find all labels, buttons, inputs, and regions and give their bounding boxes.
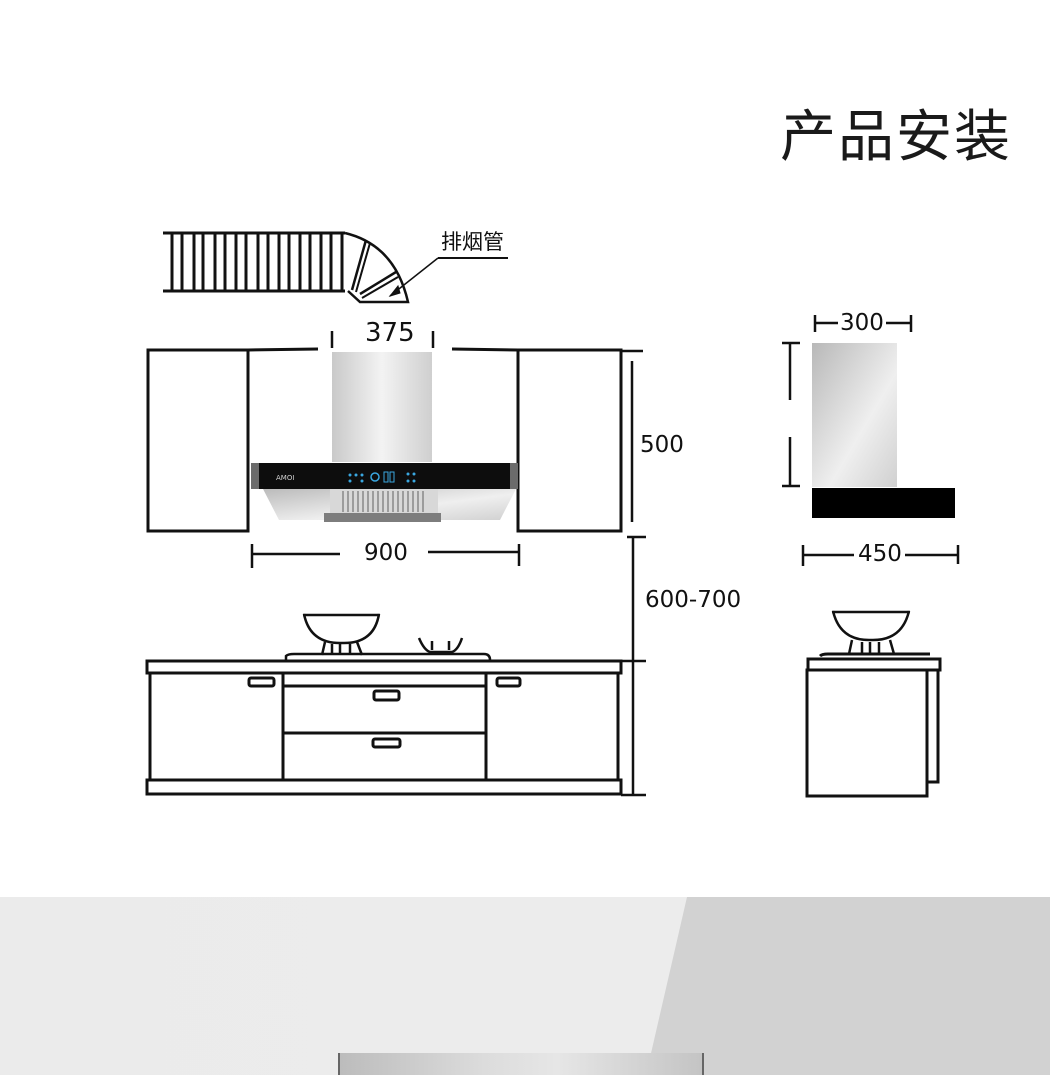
lower-cabinet-side bbox=[805, 652, 942, 798]
upper-cabinet-right bbox=[451, 347, 623, 533]
side-hood-depth-label: 450 bbox=[858, 541, 902, 567]
burner-icon bbox=[417, 637, 464, 654]
side-chimney-depth-label: 300 bbox=[840, 310, 884, 336]
hood-height-label: 500 bbox=[640, 432, 684, 458]
control-panel-display bbox=[348, 471, 416, 483]
bottom-background-dark bbox=[646, 897, 1050, 1075]
dim-hood-height bbox=[621, 349, 643, 522]
wok-icon-side bbox=[831, 610, 911, 655]
hood-width-label: 900 bbox=[364, 540, 408, 566]
dim-side-chimney bbox=[782, 315, 913, 488]
range-hood-side bbox=[812, 343, 955, 518]
lower-cabinet-front bbox=[145, 652, 623, 796]
brand-logo: AMOI bbox=[276, 474, 294, 482]
install-height-label: 600-700 bbox=[645, 587, 742, 613]
exhaust-duct-icon bbox=[163, 231, 508, 304]
wok-icon bbox=[302, 613, 381, 656]
steel-panel-edge bbox=[338, 1053, 704, 1075]
dim-side-hood bbox=[801, 545, 960, 566]
dim-install-height bbox=[621, 535, 646, 797]
chimney-width-label: 375 bbox=[365, 318, 415, 348]
page-title: 产品安装 bbox=[780, 105, 1012, 170]
range-hood-front bbox=[251, 352, 518, 522]
upper-cabinet-left bbox=[146, 347, 319, 533]
dim-chimney-width bbox=[330, 331, 435, 348]
dim-hood-width bbox=[250, 544, 521, 568]
duct-label: 排烟管 bbox=[441, 230, 504, 254]
